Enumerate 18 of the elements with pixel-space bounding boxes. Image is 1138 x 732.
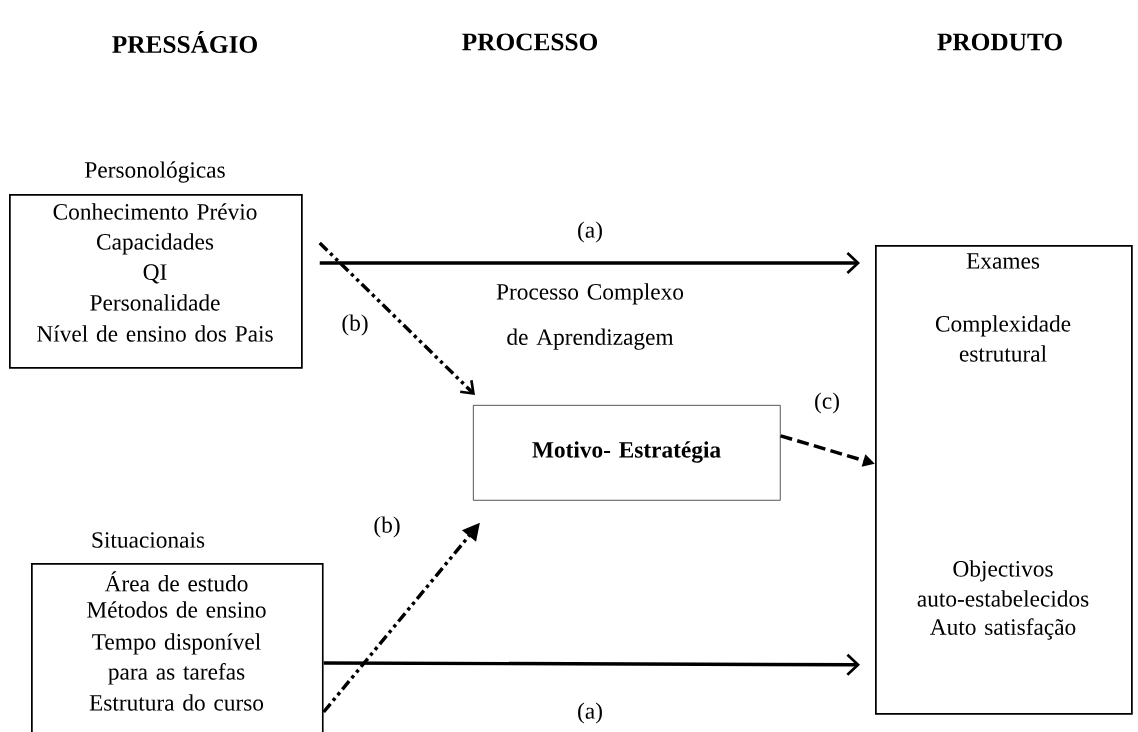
edge-label: (a) [575,220,605,244]
arrow [318,241,475,395]
edge-label: (b) [372,515,402,539]
column-heading: PROCESSO [462,33,598,51]
input-box: Situacionais Área de estudo Métodos de ensino Tempo disponível para as tarefas Estrutura do curso [31,532,324,732]
column-heading: PRESSÁGIO [112,31,257,53]
arrow [319,252,860,274]
column-heading: PRODUTO [937,33,1062,51]
edge-label: (c) [812,391,842,415]
edge-label: (b) [340,313,370,337]
arrow [323,653,860,676]
input-box: Personológicas Conhecimento Prévio Capacidades QI Personalidade Nível de ensino dos Pais [9,161,303,369]
node-label: Personológicas [85,161,225,183]
output-box: Exames Complexidade estrutural Objectivos auto-estabelecidos Auto satisfação [875,245,1133,715]
node-label: Situacionais [92,532,205,548]
process-label: Processo Complexo de Aprendizagem [496,283,684,350]
process-box: Motivo- Estratégia [473,405,781,501]
edge-label: (a) [575,701,605,725]
